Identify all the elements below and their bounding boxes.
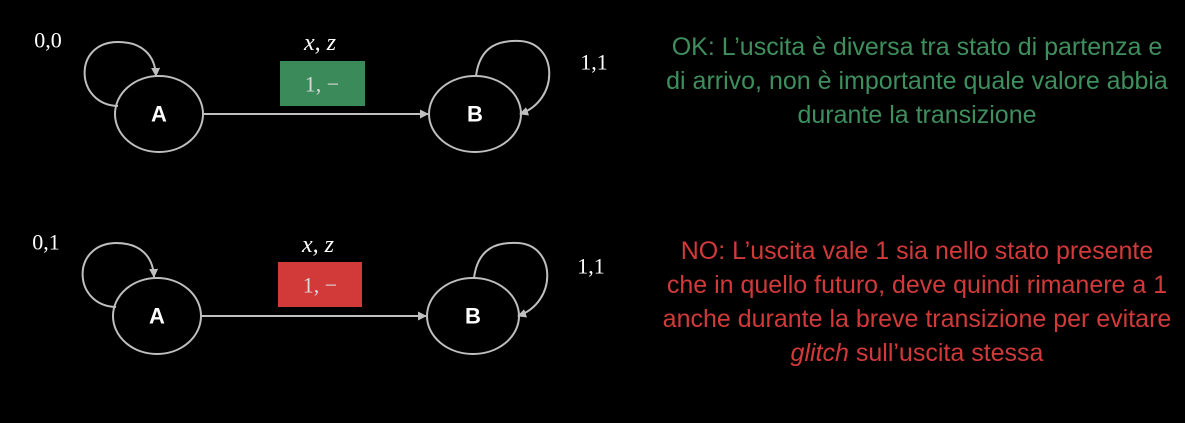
note-ok: OK: L’uscita è diversa tra stato di part…: [666, 33, 1168, 129]
self-loop-a-label: 0,0: [34, 28, 62, 53]
transition-label: 1, −: [305, 72, 339, 97]
transition-label-box: [280, 61, 365, 106]
state-a-label: A: [151, 102, 167, 127]
note-no: NO: L’uscita vale 1 sia nello stato pres…: [662, 234, 1172, 370]
transition-label: 1, −: [303, 273, 337, 298]
note-no-emphasis: glitch: [790, 339, 849, 367]
state-b-label: B: [465, 304, 481, 329]
note-no-text-before: NO: L’uscita vale 1 sia nello stato pres…: [662, 237, 1172, 333]
transition-label-box: [278, 262, 362, 307]
diagram-no: 0,1 A x, z 1, − B 1,1: [32, 230, 605, 355]
note-no-text-after: sull’uscita stessa: [848, 339, 1044, 367]
state-a: [112, 277, 202, 355]
self-loop-b: [473, 241, 549, 318]
self-loop-b-label: 1,1: [580, 50, 608, 75]
self-loop-a: [81, 241, 159, 308]
state-b-label: B: [467, 102, 483, 127]
self-loop-b-label: 1,1: [577, 254, 605, 279]
io-label: x, z: [303, 30, 337, 56]
self-loop-a-label: 0,1: [32, 230, 60, 255]
diagram-ok: 0,0 A x, z 1, − B 1,1: [34, 28, 608, 153]
self-loop-b: [475, 39, 551, 116]
state-a-label: A: [149, 304, 165, 329]
state-a: [114, 75, 204, 153]
self-loop-a: [83, 40, 161, 107]
io-label: x, z: [301, 232, 335, 258]
